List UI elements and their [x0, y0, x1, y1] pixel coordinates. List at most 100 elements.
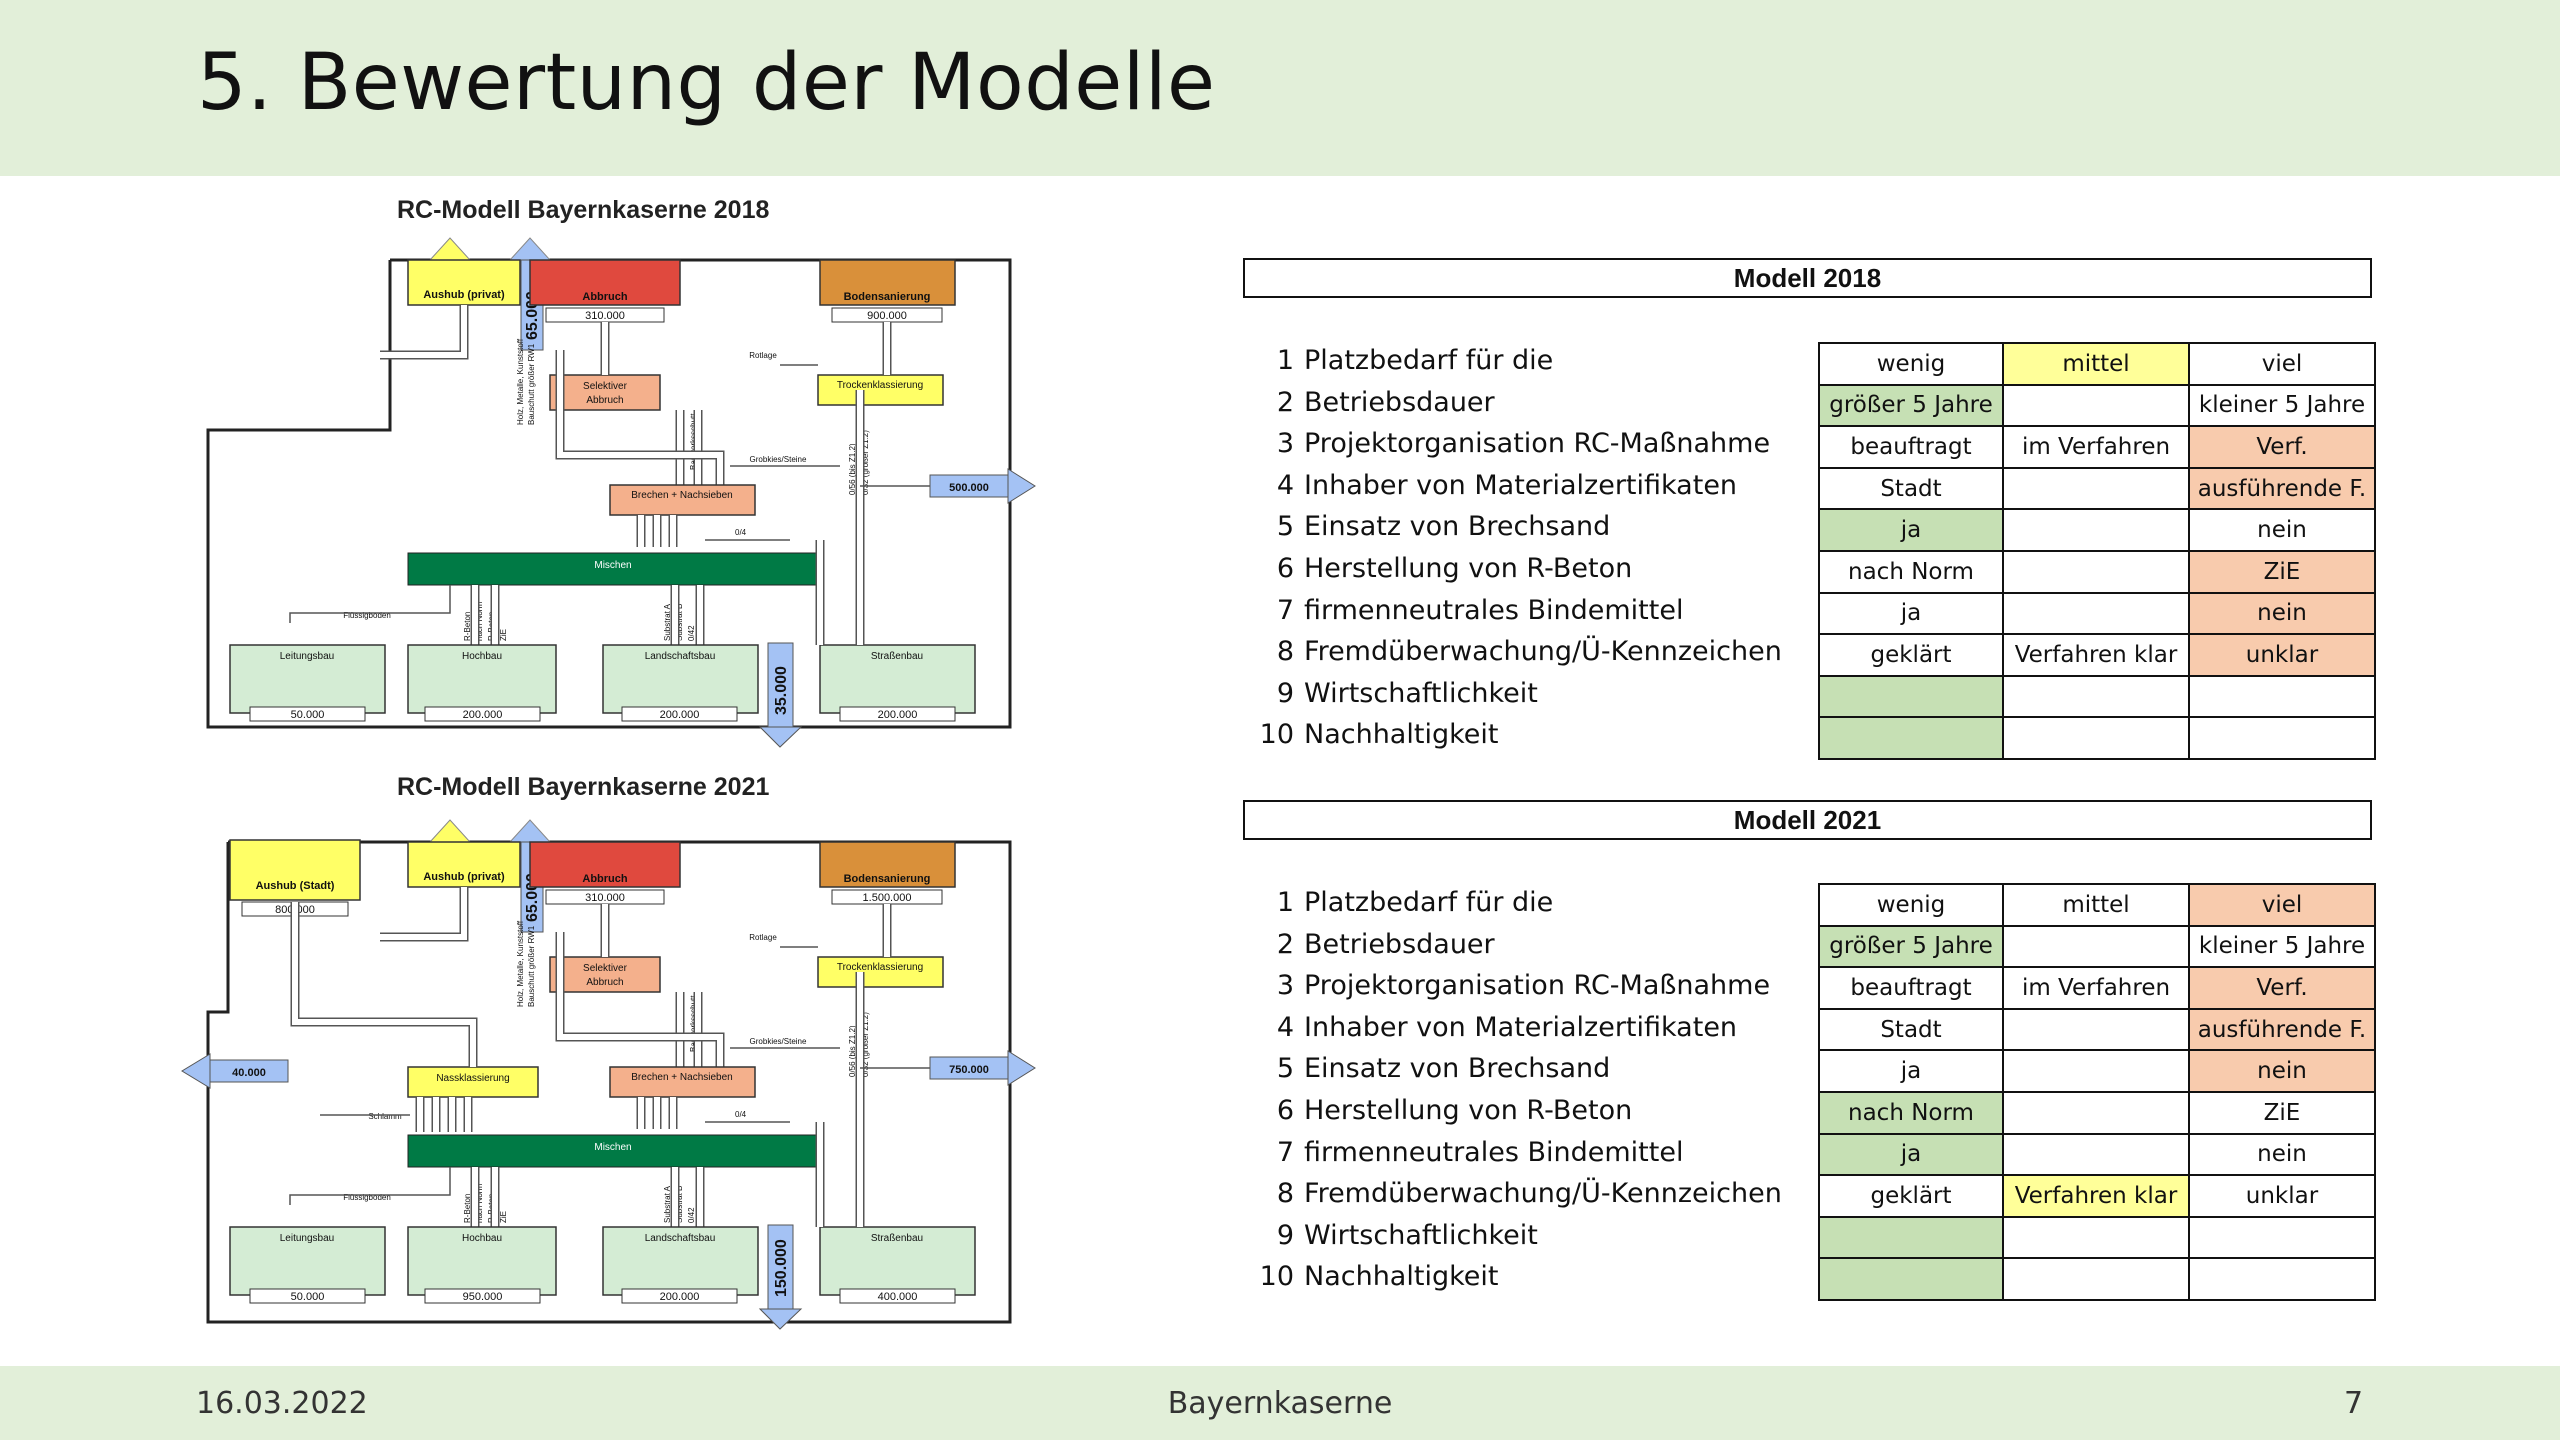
hochbau-box	[407, 644, 557, 714]
criterion-label: Platzbedarf für die	[1304, 887, 1554, 918]
rating-cell	[2002, 1007, 2190, 1052]
criterion-label: Projektorganisation RC-Maßnahme	[1304, 970, 1771, 1002]
rating-cell: nein	[2188, 591, 2376, 636]
bottom-flow-label: 35.000	[773, 666, 790, 715]
criterion-number: 2	[1276, 386, 1294, 418]
bottom-flow-bar	[767, 1224, 794, 1310]
rating-cell	[2002, 591, 2190, 636]
criterion-number: 5	[1276, 1053, 1294, 1085]
strassenbau-value	[839, 706, 956, 722]
criterion-label: Herstellung von R-Beton	[1304, 1095, 1633, 1126]
rating-cell: im Verfahren	[2002, 425, 2190, 469]
landschaftsbau-value-text: 200.000	[660, 709, 700, 721]
rating-cell: geklärt	[1818, 1174, 2004, 1218]
criterion-number: 7	[1276, 594, 1294, 626]
hochbau-input-0: R-Beton	[463, 1194, 472, 1223]
criterion-6: 6 Herstellung von R-Beton	[1248, 1095, 1632, 1126]
mischen-bar	[407, 552, 819, 586]
criterion-number: 10	[1259, 1261, 1294, 1293]
rating-cell	[1818, 1215, 2004, 1260]
bauschutt-label: Bauschutt größer RW1	[527, 343, 536, 425]
strassenbau-value	[839, 1288, 956, 1304]
hochbau-box	[407, 1226, 557, 1296]
footer-band	[0, 1366, 2560, 1440]
leitungsbau-box	[229, 1226, 386, 1296]
landschaftsbau-input-2: 0/42	[687, 1207, 696, 1223]
rating-cell	[2002, 508, 2190, 552]
hochbau-value-text: 200.000	[463, 709, 503, 721]
fluessigboden-label: Flüssigboden	[343, 1193, 391, 1202]
bodensanierung-value-text: 900.000	[867, 310, 907, 322]
landschaftsbau-input-2: 0/42	[687, 625, 696, 641]
bottom-flow-bar	[767, 642, 794, 728]
bottom-arrow-head	[758, 1308, 803, 1330]
nassklassierung-box-label: Nassklassierung	[436, 1073, 509, 1084]
brechen-box-label: Brechen + Nachsieben	[631, 1072, 732, 1083]
rating-cell: Verf.	[2188, 966, 2376, 1010]
rating-cell	[2002, 549, 2190, 594]
rating-cell	[2002, 383, 2190, 428]
footer-title: Bayernkaserne	[1167, 1386, 1393, 1421]
selektiver-label-1: Selektiver	[583, 963, 628, 974]
grobkies-label: Grobkies/Steine	[750, 1037, 807, 1046]
criterion-number: 5	[1276, 511, 1294, 543]
right-flow-label: 750.000	[949, 1064, 989, 1076]
kies1-label: 0/56 (bis Z1.2)	[848, 1025, 857, 1077]
landschaftsbau-value	[621, 706, 738, 722]
trockenklassierung-box-label: Trockenklassierung	[837, 380, 923, 391]
criterion-number: 1	[1276, 887, 1294, 918]
selektiver-abbruch-box	[549, 956, 661, 993]
strassenbau-box-label: Straßenbau	[871, 651, 923, 662]
criterion-number: 2	[1276, 928, 1294, 960]
kies2-label: 0/32 (größer Z1.2)	[861, 430, 870, 495]
criterion-label: firmenneutrales Bindemittel	[1304, 594, 1684, 626]
rating-cell: Verfahren klar	[2002, 633, 2190, 677]
right-arrow-head	[1007, 1050, 1036, 1086]
criterion-number: 6	[1276, 1095, 1294, 1126]
rating-cell: wenig	[1818, 342, 2004, 386]
rating-cell: viel	[2188, 342, 2376, 386]
rating-row	[1818, 1215, 2376, 1260]
site-boundary	[206, 840, 1012, 1324]
hochbau-value-text: 950.000	[463, 1291, 503, 1303]
rating-cell: unklar	[2188, 1174, 2376, 1218]
diagram-title: RC-Modell Bayernkaserne 2018	[397, 196, 769, 224]
rating-cell	[2188, 1257, 2376, 1301]
site-boundary	[206, 258, 1012, 729]
rating-cell: kleiner 5 Jahre	[2188, 383, 2376, 428]
arrow-up-yellow	[428, 819, 472, 843]
criterion-label: Betriebsdauer	[1304, 928, 1495, 960]
hochbau-box-label: Hochbau	[462, 651, 502, 662]
leitungsbau-box-label: Leitungsbau	[280, 1233, 335, 1244]
aushub-stadt-box	[229, 839, 361, 901]
criterion-number: 8	[1276, 1178, 1294, 1210]
selektiver-label-2: Abbruch	[586, 977, 623, 988]
leitungsbau-value-text: 50.000	[291, 709, 325, 721]
leitungsbau-box-label: Leitungsbau	[280, 651, 335, 662]
rating-cell: Stadt	[1818, 1007, 2004, 1052]
criterion-7: 7 firmenneutrales Bindemittel	[1248, 594, 1684, 626]
rating-cell	[2002, 1090, 2190, 1135]
rating-cell	[2002, 924, 2190, 969]
abbruch-value-text: 310.000	[585, 892, 625, 904]
rating-cell	[2002, 716, 2190, 760]
criterion-label: Projektorganisation RC-Maßnahme	[1304, 428, 1771, 460]
rating-cell	[1818, 1257, 2004, 1301]
rating-cell	[2188, 1215, 2376, 1260]
criterion-1: 1 Platzbedarf für die	[1248, 887, 1553, 918]
hochbau-input-3: ZiE	[499, 1211, 508, 1223]
